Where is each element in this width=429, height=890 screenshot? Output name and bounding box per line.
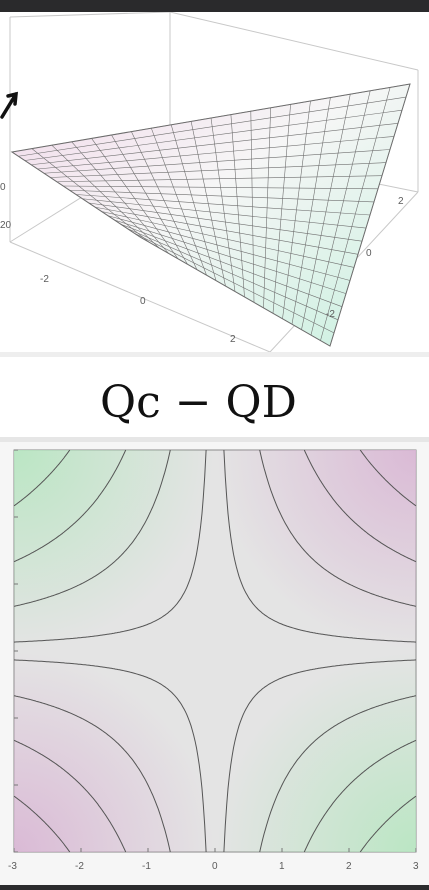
- contour-line: [223, 659, 417, 853]
- mesh-line: [139, 236, 331, 347]
- z-tick-label: 20: [0, 220, 12, 231]
- surface-mesh: [11, 83, 411, 347]
- mesh-line: [329, 83, 411, 347]
- contour-line: [359, 795, 417, 853]
- mesh-line: [291, 97, 331, 325]
- y-tick-label: 2: [398, 196, 404, 207]
- contour-plot-panel: -3 -2 -1 0 1 2 3: [0, 442, 429, 885]
- contour-plot-svg: -3 -2 -1 0 1 2 3: [8, 449, 419, 872]
- x-tick-label: 1: [279, 861, 285, 872]
- contour-line: [303, 739, 417, 853]
- surface-plot-svg: -2 0 2 2 0 -2 0 20: [0, 11, 419, 353]
- pink-region: [14, 651, 215, 852]
- contour-lines: [13, 449, 417, 853]
- mesh-line: [95, 206, 359, 255]
- y-tick-label: 0: [366, 248, 372, 259]
- pink-region: [215, 450, 416, 651]
- mesh-line: [133, 232, 335, 334]
- mesh-line: [320, 87, 391, 341]
- contour-line: [259, 449, 417, 607]
- mesh-line: [88, 202, 363, 242]
- contour-line: [13, 449, 71, 507]
- handwritten-title: Qc − QD: [100, 377, 297, 428]
- contour-line: [303, 449, 417, 563]
- x-axis-ticks: [13, 848, 417, 852]
- green-region: [215, 651, 416, 852]
- divider: [0, 437, 429, 442]
- z-tick-label: 0: [0, 182, 6, 193]
- contour-line: [13, 695, 171, 853]
- contour-line: [13, 739, 127, 853]
- x-tick-label: 3: [413, 861, 419, 872]
- contour-line: [13, 449, 127, 563]
- surface: [10, 83, 411, 347]
- x-tick-label: 2: [346, 861, 352, 872]
- contour-line: [13, 659, 207, 853]
- handwritten-arrow-mark: [0, 91, 18, 119]
- contour-line: [223, 449, 417, 643]
- x-tick-label: -2: [75, 861, 84, 872]
- contour-line: [13, 449, 171, 607]
- divider: [0, 352, 429, 357]
- title-svg: Qc − QD: [100, 377, 297, 428]
- x-tick-label: 0: [212, 861, 218, 872]
- x-tick-label: -1: [142, 861, 151, 872]
- mesh-line: [282, 100, 311, 319]
- y-tick-label: -2: [326, 309, 335, 320]
- x-tick-label: 0: [140, 296, 146, 307]
- top-dark-bar: [0, 0, 429, 12]
- y-axis-ticks: [14, 449, 18, 853]
- contour-line: [359, 449, 417, 507]
- mesh-line: [263, 107, 271, 308]
- x-tick-label: 2: [230, 334, 236, 345]
- contour-line: [259, 695, 417, 853]
- mesh-line: [272, 104, 291, 314]
- mesh-line: [250, 111, 255, 303]
- title-band: Qc − QD: [0, 357, 429, 437]
- green-region: [14, 450, 215, 651]
- mesh-line: [107, 215, 351, 281]
- mesh-line: [230, 114, 245, 297]
- x-tick-label: -2: [40, 274, 49, 285]
- mesh-line: [127, 228, 339, 321]
- contour-line: [13, 795, 71, 853]
- mesh-line: [301, 94, 351, 330]
- x-tick-label: -3: [8, 861, 17, 872]
- surface-plot-panel: -2 0 2 2 0 -2 0 20: [0, 11, 429, 353]
- mesh-line: [82, 198, 367, 229]
- contour-line: [13, 449, 207, 643]
- mesh-line: [310, 90, 371, 336]
- mesh-line: [75, 194, 371, 216]
- mesh-line: [120, 223, 343, 307]
- mesh-line: [114, 219, 347, 294]
- mesh-line: [101, 211, 355, 268]
